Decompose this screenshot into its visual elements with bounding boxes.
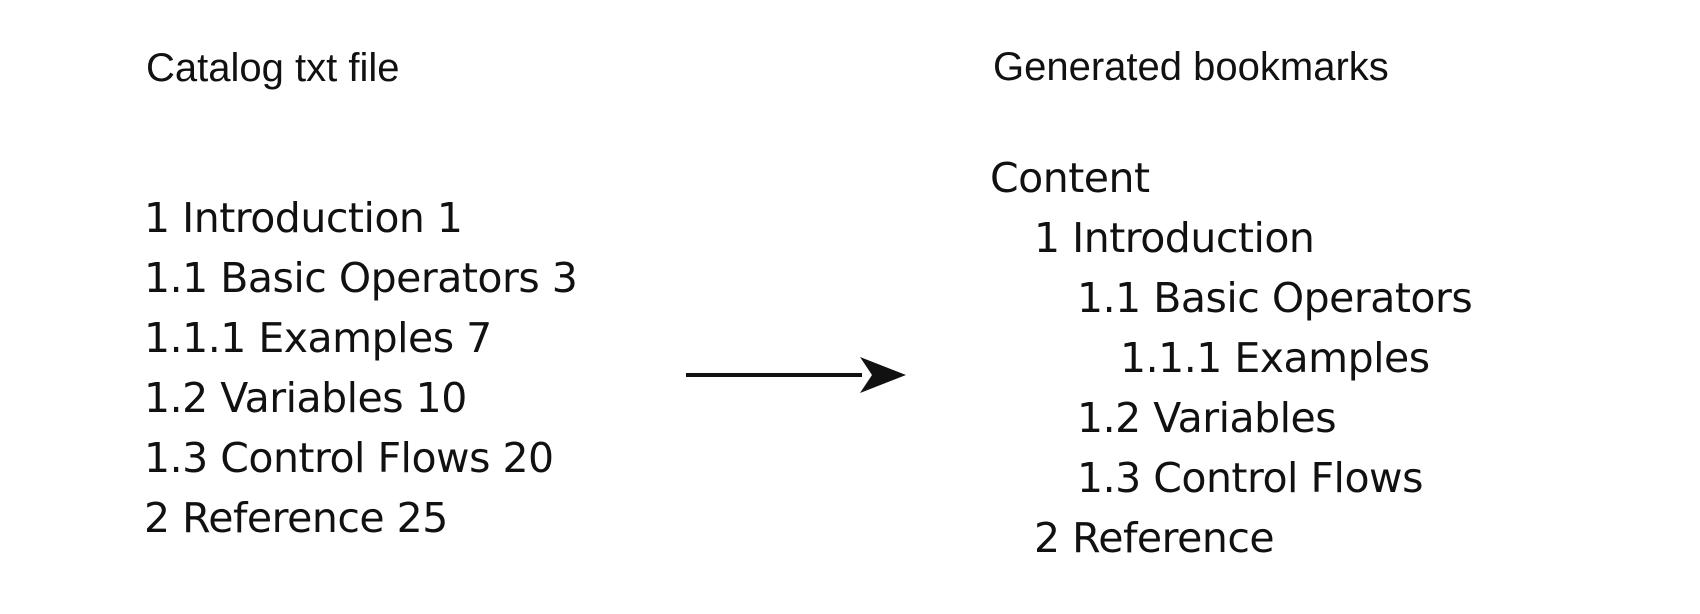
bookmarks-heading: Generated bookmarks bbox=[993, 45, 1389, 89]
catalog-line: 2 Reference 25 bbox=[144, 494, 448, 542]
catalog-line: 1.2 Variables 10 bbox=[144, 374, 467, 422]
bookmark-item: 1.2 Variables bbox=[1077, 394, 1337, 442]
bookmark-item: 1 Introduction bbox=[1034, 214, 1315, 262]
bookmark-item: 1.1 Basic Operators bbox=[1077, 274, 1473, 322]
catalog-line: 1.1.1 Examples 7 bbox=[144, 314, 492, 362]
bookmark-item: 2 Reference bbox=[1034, 514, 1275, 562]
catalog-heading: Catalog txt file bbox=[146, 46, 400, 90]
bookmark-item: 1.1.1 Examples bbox=[1120, 334, 1430, 382]
bookmark-item: 1.3 Control Flows bbox=[1077, 454, 1423, 502]
catalog-line: 1 Introduction 1 bbox=[144, 194, 463, 242]
catalog-line: 1.1 Basic Operators 3 bbox=[144, 254, 578, 302]
bookmark-root: Content bbox=[990, 154, 1150, 202]
catalog-line: 1.3 Control Flows 20 bbox=[144, 434, 554, 482]
right-arrow-icon bbox=[686, 357, 906, 393]
